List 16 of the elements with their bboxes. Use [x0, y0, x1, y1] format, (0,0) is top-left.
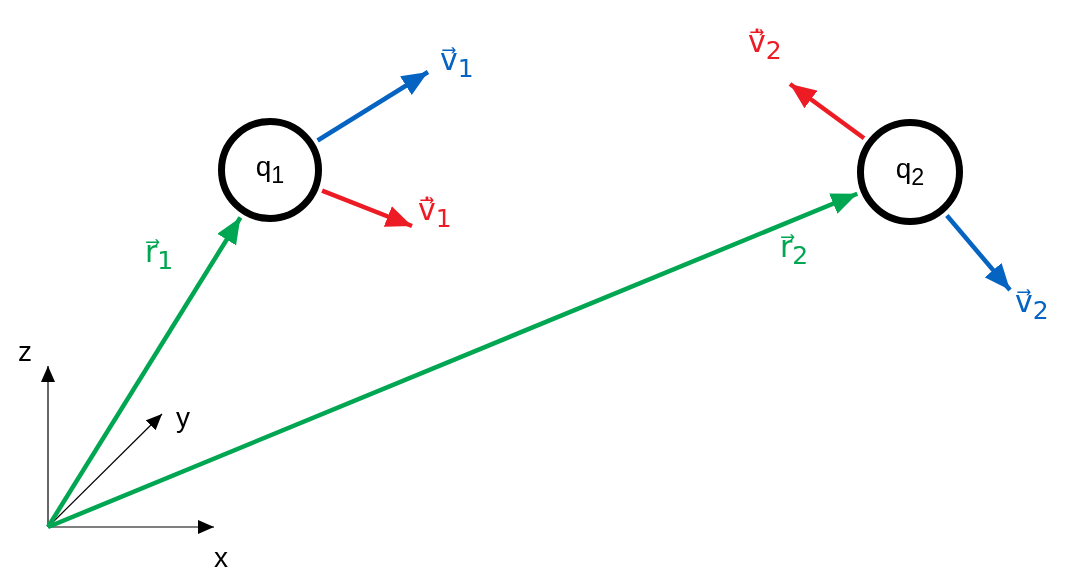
vector-label: v⃗̇$_{1}$: [418, 191, 452, 235]
vector-label: v⃗$_{2}$: [1015, 283, 1049, 327]
vector-label: r⃗$_{1}$: [145, 233, 174, 277]
vector-arrow: [788, 82, 866, 141]
vector-arrow: [46, 216, 243, 529]
charge-label: q$_{2}$: [895, 153, 925, 191]
vector-arrow: [945, 214, 1012, 292]
vector-label: v⃗$_{1}$: [440, 41, 474, 85]
vector-label: r⃗$_{2}$: [780, 228, 809, 272]
vector-label: v⃗̇$_{2}$: [748, 23, 782, 67]
axis-label: y: [176, 402, 190, 434]
vector-arrow: [47, 191, 859, 530]
charge-label: q$_{1}$: [255, 151, 285, 189]
axis-label: z: [18, 336, 32, 368]
vector-arrow: [316, 70, 430, 143]
axis-label: x: [214, 542, 228, 574]
